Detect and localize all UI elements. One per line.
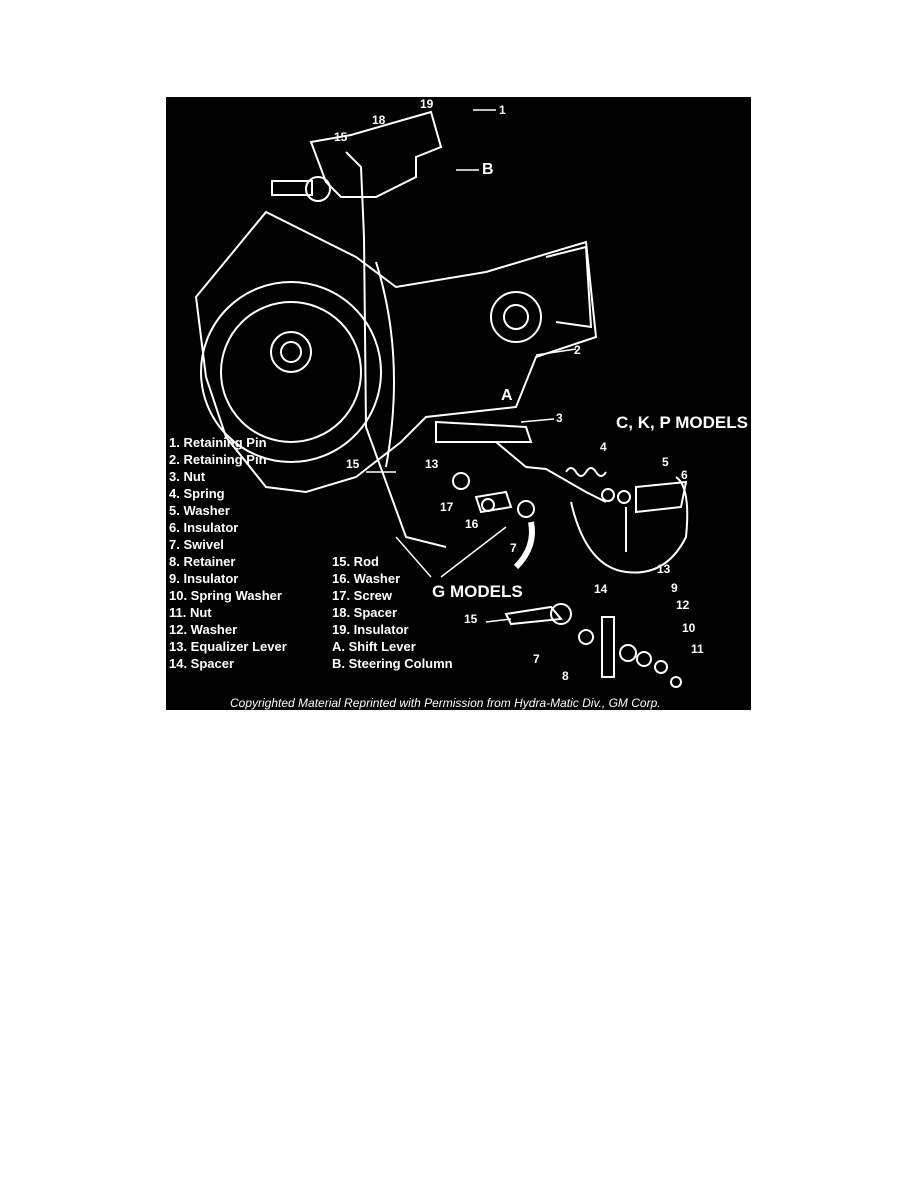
steering-column — [309, 110, 443, 198]
callout-8: 8 — [562, 669, 569, 683]
legend-item: 5. Washer — [169, 503, 230, 518]
legend-item: 14. Spacer — [169, 656, 235, 671]
legend-item: B. Steering Column — [332, 656, 453, 671]
legend-item: 19. Insulator — [332, 622, 409, 637]
legend-item: 2. Retaining Pin — [169, 452, 267, 467]
legend-item: 16. Washer — [332, 571, 401, 586]
g-models-label: G MODELS — [432, 582, 523, 601]
legend-item: 7. Swivel — [169, 537, 224, 552]
callout-15-g: 15 — [464, 612, 478, 626]
callout-6: 6 — [681, 468, 688, 482]
transmission-housing — [194, 210, 598, 494]
transmission-linkage-diagram: 19 1 18 15 B 2 A 3 C, K, P MODELS 4 15 1… — [166, 97, 751, 710]
callout-5: 5 — [662, 455, 669, 469]
callout-7-g: 7 — [533, 652, 540, 666]
legend-item: 8. Retainer — [169, 554, 236, 569]
legend-item: 6. Insulator — [169, 520, 239, 535]
callout-4: 4 — [600, 440, 607, 454]
legend-item: 1. Retaining Pin — [169, 435, 267, 450]
callout-13-g: 13 — [657, 562, 671, 576]
callout-14: 14 — [594, 582, 608, 596]
legend-item: 13. Equalizer Lever — [169, 639, 287, 654]
callout-7: 7 — [510, 541, 517, 555]
shift-rod — [345, 151, 447, 548]
legend-item: 10. Spring Washer — [169, 588, 282, 603]
callout-10: 10 — [682, 621, 696, 635]
callout-1: 1 — [499, 103, 506, 117]
callout-3: 3 — [556, 411, 563, 425]
callout-9: 9 — [671, 581, 678, 595]
callout-A: A — [501, 387, 513, 404]
callout-13: 13 — [425, 457, 439, 471]
legend-item: 15. Rod — [332, 554, 379, 569]
callout-12: 12 — [676, 598, 690, 612]
callout-17: 17 — [440, 500, 454, 514]
callout-18: 18 — [372, 113, 386, 127]
callout-B: B — [482, 161, 494, 178]
legend-item: A. Shift Lever — [332, 639, 416, 654]
legend-left: 1. Retaining Pin 2. Retaining Pin 3. Nut… — [169, 434, 287, 672]
copyright-notice: Copyrighted Material Reprinted with Perm… — [230, 696, 661, 710]
callout-11: 11 — [691, 642, 704, 656]
callout-2: 2 — [574, 343, 581, 357]
callout-19: 19 — [420, 97, 434, 111]
callout-15-top: 15 — [334, 130, 348, 144]
diagram-drawing — [194, 109, 689, 688]
legend-item: 4. Spring — [169, 486, 225, 501]
ckp-models-label: C, K, P MODELS — [616, 413, 748, 432]
legend-item: 18. Spacer — [332, 605, 398, 620]
legend-item: 9. Insulator — [169, 571, 239, 586]
legend-item: 3. Nut — [169, 469, 206, 484]
legend-item: 11. Nut — [169, 605, 212, 620]
callout-15-mid: 15 — [346, 457, 360, 471]
legend-item: 17. Screw — [332, 588, 392, 603]
legend-item: 12. Washer — [169, 622, 238, 637]
legend-right: 15. Rod 16. Washer 17. Screw 18. Spacer … — [332, 553, 453, 672]
callout-16: 16 — [465, 517, 479, 531]
